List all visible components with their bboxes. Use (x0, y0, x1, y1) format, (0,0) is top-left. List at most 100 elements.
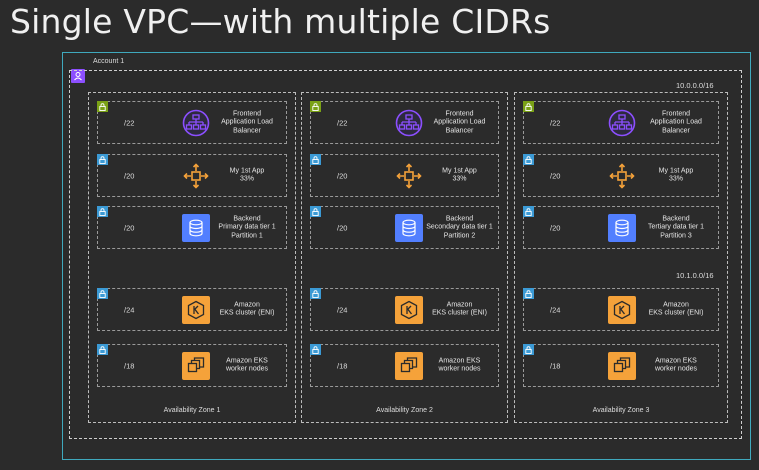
service-label-line: Amazon EKS (655, 357, 697, 364)
load-balancer-icon (181, 108, 211, 138)
service-label-line: EKS cluster (ENI) (432, 309, 487, 317)
app-icon (607, 161, 637, 191)
subnet-mask: /20 (337, 223, 348, 232)
public-subnet-lock-icon (97, 101, 108, 112)
account-icon (71, 69, 85, 83)
service-label-line: Secondary data tier 1 (426, 223, 493, 231)
vpc-cidr-primary: 10.0.0.0/16 (676, 81, 714, 90)
service-label-line: EKS cluster (ENI) (648, 309, 704, 317)
private-subnet-lock-icon (97, 154, 108, 165)
nodes-icon (394, 351, 424, 381)
public-subnet-lock-icon (310, 101, 321, 112)
account-boundary: Account 1 (62, 52, 751, 460)
slide-title: Single VPC—with multiple CIDRs (10, 2, 551, 41)
service-label-line: Backend (445, 214, 474, 222)
eks-icon (181, 295, 211, 325)
subnet-mask: /22 (124, 118, 135, 127)
service-label-line: 33% (452, 175, 467, 183)
account-label: Account 1 (93, 58, 125, 65)
private-subnet-lock-icon (523, 344, 534, 355)
service-label-line: 33% (668, 175, 683, 183)
service-label-line: My 1st App (442, 167, 477, 174)
service-label-line: Application Load Balancer (433, 118, 486, 134)
private-subnet-lock-icon (310, 344, 321, 355)
private-subnet-lock-icon (523, 154, 534, 165)
service-label-line: Tertiary data tier 1 (647, 223, 705, 231)
service-label-line: Primary data tier 1 (218, 223, 276, 231)
service-label-line: Backend (662, 214, 690, 222)
service-label-line: worker nodes (438, 365, 481, 373)
service-label-line: Partition 2 (443, 231, 476, 239)
subnet-mask: /20 (550, 223, 561, 232)
service-label-line: EKS cluster (ENI) (219, 309, 275, 317)
subnet-mask: /18 (124, 361, 135, 370)
subnet-mask: /20 (124, 171, 135, 180)
subnet-mask: /22 (550, 118, 561, 127)
eks-icon (394, 295, 424, 325)
service-label-line: Partition 1 (231, 231, 263, 239)
availability-zone-label: Availability Zone 3 (592, 407, 650, 414)
service-label-line: Amazon (663, 301, 689, 308)
service-label-line: Application Load Balancer (650, 118, 702, 134)
service-label-line: Frontend (445, 109, 474, 117)
private-subnet-lock-icon (523, 206, 534, 217)
service-label-line: 33% (239, 175, 254, 183)
database-icon (181, 213, 211, 243)
database-icon (607, 213, 637, 243)
service-label-line: My 1st App (658, 167, 694, 174)
subnet-mask: /18 (337, 361, 348, 370)
subnet-mask: /24 (550, 305, 561, 314)
private-subnet-lock-icon (310, 206, 321, 217)
private-subnet-lock-icon (310, 154, 321, 165)
service-label-line: My 1st App (229, 167, 265, 174)
vpc-boundary (69, 70, 742, 439)
service-label-line: Frontend (232, 109, 262, 117)
nodes-icon (181, 351, 211, 381)
availability-zone-label: Availability Zone 1 (163, 407, 221, 414)
service-label-line: Amazon (234, 301, 260, 308)
subnet-mask: /20 (550, 171, 561, 180)
subnet-mask: /18 (550, 361, 561, 370)
private-subnet-lock-icon (97, 344, 108, 355)
private-subnet-lock-icon (97, 206, 108, 217)
service-label-line: Amazon (446, 301, 473, 308)
service-label-line: Amazon EKS (438, 357, 481, 364)
subnet-mask: /20 (337, 171, 348, 180)
vpc-cidr-secondary: 10.1.0.0/16 (676, 271, 714, 280)
service-label-line: worker nodes (225, 365, 269, 373)
private-subnet-lock-icon (310, 288, 321, 299)
public-subnet-lock-icon (523, 101, 534, 112)
service-label-line: worker nodes (654, 365, 698, 373)
load-balancer-icon (394, 108, 424, 138)
nodes-icon (607, 351, 637, 381)
service-label-line: Backend (233, 214, 261, 222)
